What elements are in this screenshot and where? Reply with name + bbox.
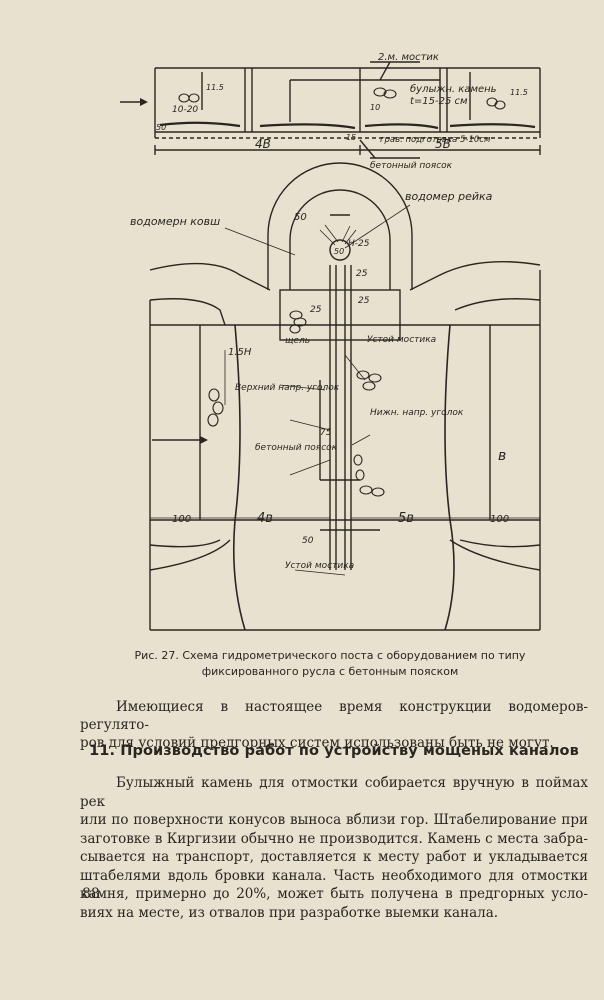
label-upper-angle: Верхний напр. уголок [235,383,340,393]
label-abutment-2: Устой мостика [285,561,354,571]
label-gravel: грав. подготовка 5-10см [380,135,491,145]
dim-11-5b: 11.5 [510,88,528,97]
paragraph-2-line-4: сывается на транспорт, доставляется к ме… [80,849,588,865]
paragraph-2-line-5: штабелями вдоль бровки канала. Часть нео… [80,867,588,884]
label-concrete-belt: бетонный поясок [255,443,338,453]
label-most: 2.м. мостик [378,52,439,63]
paragraph-2-line-3: заготовке в Киргизии обычно не производи… [80,830,588,847]
dim-5b-top: 5В [435,137,451,151]
label-abutment-1: Устой мостика [367,335,436,345]
paragraph-1-line-1: Имеющиеся в настоящее время конструкции … [80,699,588,733]
dim-50-top: 50 [156,123,166,132]
dim-10-20: 10-20 [172,105,198,115]
paragraph-1: Имеющиеся в настоящее время конструкции … [80,698,588,752]
page-number: 88 [82,886,100,902]
dim-r50: 50 [294,212,307,223]
label-concrete-belt-top: бетонный поясок [370,161,453,171]
dim-v: в [498,448,506,464]
dim-15: 15 [346,133,356,142]
label-slot: щель [285,336,310,346]
dim-h25: H-25 [348,239,370,249]
label-lower-angle: Нижн. напр. уголок [370,408,464,418]
label-bulyzhn-thickness: t=15-25 см [410,96,468,107]
dim-1-5h: 1.5H [228,347,252,358]
dim-25a: 25 [356,269,368,279]
label-water-gauge: водомер рейка [405,190,493,203]
hydrometric-post-diagram: 2.м. мостик булыжн. камень t=15-25 см гр… [120,52,541,631]
dim-100a: 100 [172,514,191,525]
section-heading: 11. Производство работ по устройству мощ… [89,743,579,759]
figure-caption: Рис. 27. Схема гидрометрического поста с… [100,648,560,680]
caption-line-2: фиксированного русла с бетонным пояском [201,665,459,678]
paragraph-2-line-1: Булыжный камень для отмостки собирается … [80,775,588,810]
dim-4b-top: 4В [255,137,271,151]
paragraph-2: Булыжный камень для отмостки собирается … [80,774,588,922]
dim-25b: 25 [358,296,370,306]
dim-4v: 4в [257,511,273,526]
dim-75: 75 [320,428,332,438]
dim-10: 10 [370,103,380,112]
label-water-bucket: водомерн ковш [130,215,220,228]
dim-50b: 50 [302,536,314,546]
paragraph-2-line-7: виях на месте, из отвалов при разработке… [80,904,499,921]
dim-100b: 100 [490,514,509,525]
paragraph-2-line-2: или по поверхности конусов выноса вблизи… [80,812,588,828]
paragraph-2-line-6: камня, примерно до 20%, может быть получ… [80,886,588,902]
label-bulyzhn: булыжн. камень [410,83,497,95]
paragraph-1-line-2: ров для условий предгорных систем исполь… [80,735,554,751]
caption-line-1: Рис. 27. Схема гидрометрического поста с… [134,649,526,662]
dim-25c: 25 [310,305,322,315]
dim-11-5a: 11.5 [206,83,224,92]
dim-circle50: 50 [334,247,344,256]
dim-5v: 5в [398,511,414,526]
